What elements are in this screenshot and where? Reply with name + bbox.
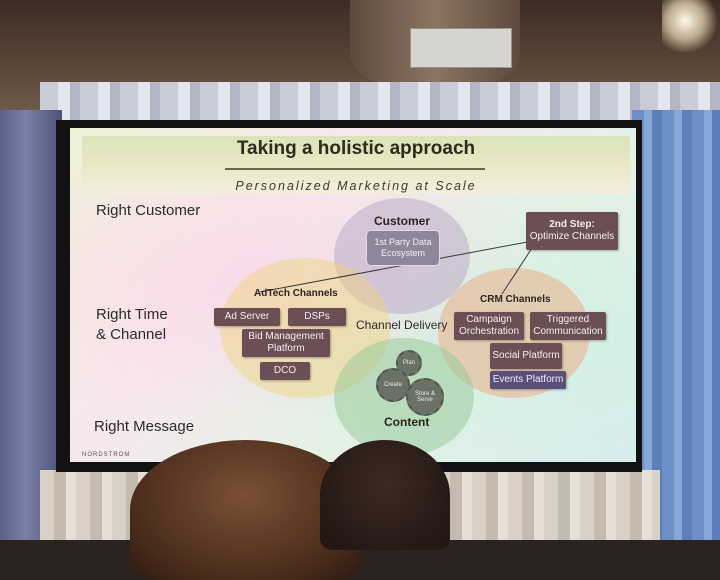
- row-label-message: Right Message: [94, 418, 195, 435]
- store-serve-gear-icon: Store & Serve: [406, 378, 444, 416]
- footer-brand: NORDSTROM: [82, 452, 131, 458]
- crm-label: CRM Channels: [480, 294, 551, 305]
- customer-label: Customer: [374, 214, 431, 228]
- db-line1: 1st Party Data: [374, 237, 432, 247]
- title-divider: [225, 168, 485, 170]
- crm-item-social-platform: Social Platform: [490, 343, 562, 369]
- row-label-channel: & Channel: [96, 326, 167, 343]
- create-gear-icon: Create: [376, 368, 410, 402]
- adtech-item-dsps: DSPs: [288, 308, 346, 326]
- curtain-right: [632, 110, 720, 540]
- slide-subtitle: Personalized Marketing at Scale: [235, 179, 477, 193]
- adtech-item-ad-server: Ad Server: [214, 308, 280, 326]
- slide-title: Taking a holistic approach: [236, 138, 476, 159]
- channel-delivery-label: Channel Delivery: [356, 318, 448, 332]
- audience-head-right: [320, 440, 450, 550]
- db-line2: Ecosystem: [380, 248, 425, 258]
- title-band: [82, 136, 630, 194]
- first-party-data-cylinder: 1st Party Data Ecosystem: [366, 230, 440, 266]
- step2-line2: Optimize Channels: [529, 231, 615, 242]
- crm-item-campaign-orchestration: Campaign Orchestration: [454, 312, 524, 340]
- adtech-item-bid-management: Bid Management Platform: [242, 329, 330, 357]
- curtain-left: [0, 110, 62, 540]
- chandelier: [662, 0, 720, 52]
- adtech-item-dco: DCO: [260, 362, 310, 380]
- projection-screen: Taking a holistic approach Personalized …: [70, 128, 636, 462]
- row-label-customer: Right Customer: [96, 202, 201, 219]
- step2-line1: 2nd Step:: [549, 219, 595, 230]
- adtech-label: AdTech Channels: [254, 288, 338, 299]
- content-label: Content: [384, 415, 430, 429]
- connector-line: [259, 239, 539, 295]
- curtain-valance: [40, 82, 720, 122]
- crm-item-events-platform: Events Platform: [490, 371, 566, 389]
- row-label-time: Right Time: [96, 306, 168, 323]
- step2-box: 2nd Step: Optimize Channels: [526, 212, 618, 250]
- crm-item-triggered-communication: Triggered Communication: [530, 312, 606, 340]
- wall-plaque: [410, 28, 512, 68]
